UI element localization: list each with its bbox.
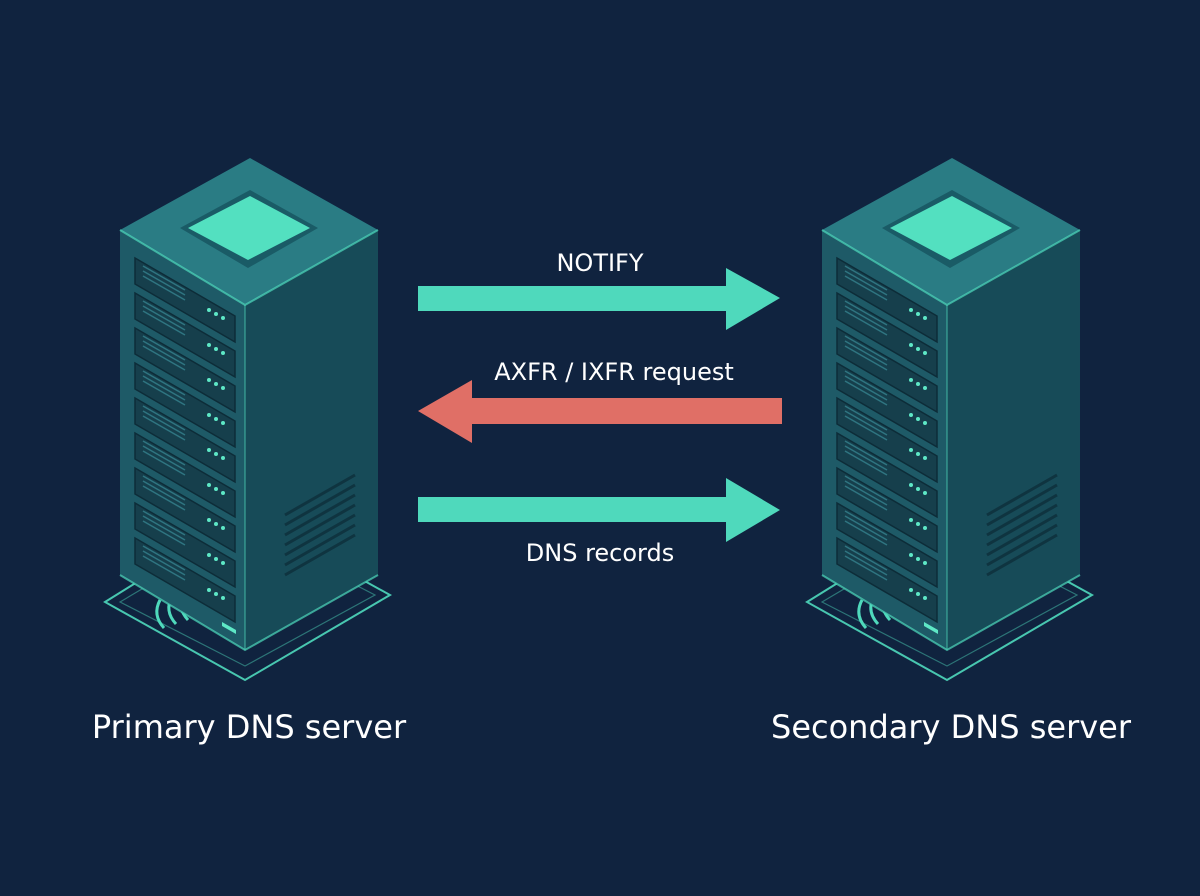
transfer-request-arrow (418, 380, 782, 443)
secondary-server-label: Secondary DNS server (771, 708, 1131, 746)
notify-arrow (418, 268, 780, 330)
primary-server-rack-icon (103, 156, 392, 682)
records-arrow (418, 478, 780, 542)
notify-label: NOTIFY (556, 249, 644, 277)
transfer-request-label: AXFR / IXFR request (494, 358, 734, 386)
records-label: DNS records (525, 539, 675, 567)
primary-server-label: Primary DNS server (91, 708, 407, 746)
secondary-server-rack-icon (805, 156, 1094, 682)
